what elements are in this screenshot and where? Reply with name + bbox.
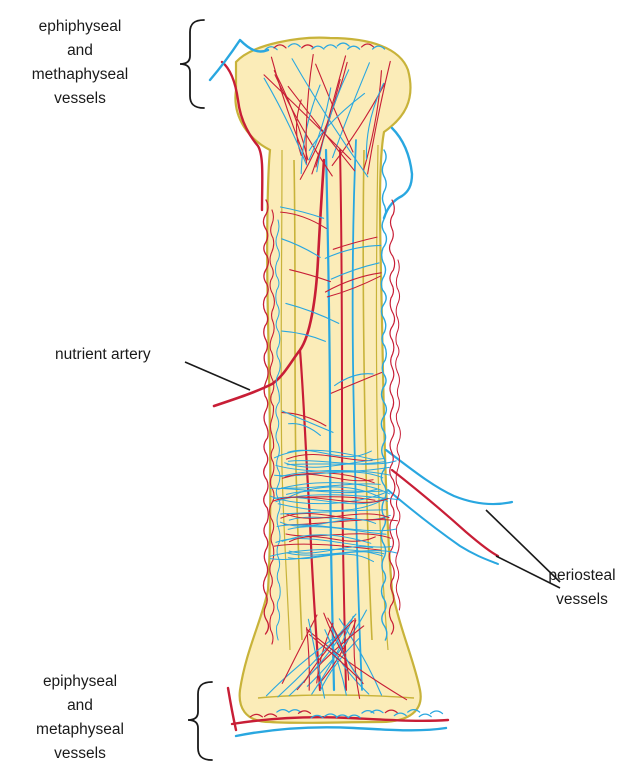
nutrient-leader — [185, 362, 250, 390]
label-top-line-2: and — [67, 42, 93, 59]
label-bottom-line-1: epiphyseal — [43, 673, 117, 690]
label-top-line-4: vessels — [54, 90, 106, 107]
top-right-periosteal-vein — [384, 128, 412, 218]
bottom-epiphyseal-squiggle — [431, 711, 443, 714]
right-periosteal-artery-strand — [396, 260, 401, 610]
periosteal-vein-exit-2 — [388, 490, 498, 564]
label-bottom-line-2: and — [67, 697, 93, 714]
label-nutrient-artery: nutrient artery — [55, 346, 151, 363]
periosteal-vein-exit-1 — [386, 450, 512, 504]
label-top-epi-meta: ephiphyseal and methaphyseal vessels — [32, 18, 129, 107]
label-bottom-epi-meta: epiphyseal and metaphyseal vessels — [36, 673, 124, 762]
label-periosteal-line-1: periosteal — [548, 567, 615, 584]
label-periosteal-line-2: vessels — [556, 591, 608, 608]
label-top-line-3: methaphyseal — [32, 66, 129, 83]
periosteal-artery-exit — [392, 470, 498, 556]
label-bottom-line-4: vessels — [54, 745, 106, 762]
top-brace — [180, 20, 204, 108]
left-periosteal-artery-strand — [263, 200, 268, 634]
bottom-brace — [188, 682, 212, 760]
bottom-epiphyseal-squiggle — [419, 714, 431, 717]
label-bottom-line-3: metaphyseal — [36, 721, 124, 738]
label-top-line-1: ephiphyseal — [39, 18, 122, 35]
bottom-epiphyseal-vein — [236, 727, 446, 736]
